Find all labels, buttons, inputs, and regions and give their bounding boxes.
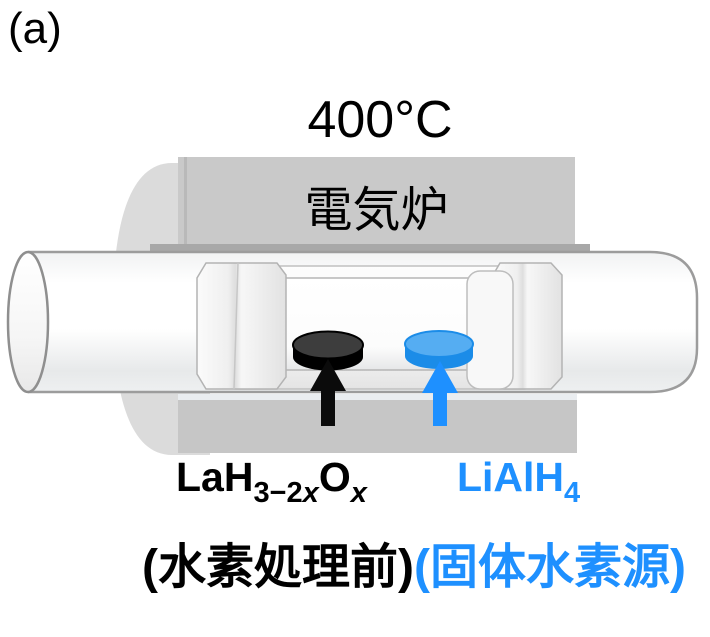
formula-base: O xyxy=(318,454,351,500)
formula-base: LaH xyxy=(176,454,254,500)
right-holder-ring-front xyxy=(466,270,514,390)
right-sample-caption: (固体水素源) xyxy=(414,541,686,594)
formula-subscript-variable: x xyxy=(350,477,367,509)
blue-sample-pellet xyxy=(404,330,474,369)
black-up-arrow-icon xyxy=(310,359,346,426)
furnace-top-block xyxy=(178,157,575,245)
temperature-label: 400°C xyxy=(307,91,453,149)
formula-base: LiAlH xyxy=(457,454,565,500)
left-sample-caption: (水素処理前) xyxy=(142,541,414,594)
outer-tube-open-end xyxy=(6,250,50,394)
furnace-bottom-block xyxy=(178,400,577,453)
left-sample-formula: LaH3−2xOx xyxy=(176,454,367,509)
sample-captions: (水素処理前)(固体水素源) xyxy=(118,527,710,597)
tube-shadow-strip xyxy=(178,394,577,401)
right-sample-formula: LiAlH4 xyxy=(457,454,580,509)
blue-up-arrow-icon xyxy=(422,361,458,426)
furnace-top-block-bottom-bevel xyxy=(150,244,590,252)
formula-subscript-variable: x xyxy=(302,477,319,509)
formula-subscript: 3−2 xyxy=(253,477,303,509)
formula-subscript: 4 xyxy=(564,477,581,509)
black-sample-pellet xyxy=(292,330,364,371)
furnace-top-block-left-seam xyxy=(184,157,187,245)
panel-label: (a) xyxy=(8,4,62,53)
electric-furnace-label: 電気炉 xyxy=(304,184,449,237)
left-holder-ring-seam xyxy=(233,262,239,390)
left-holder-ring xyxy=(196,262,287,390)
